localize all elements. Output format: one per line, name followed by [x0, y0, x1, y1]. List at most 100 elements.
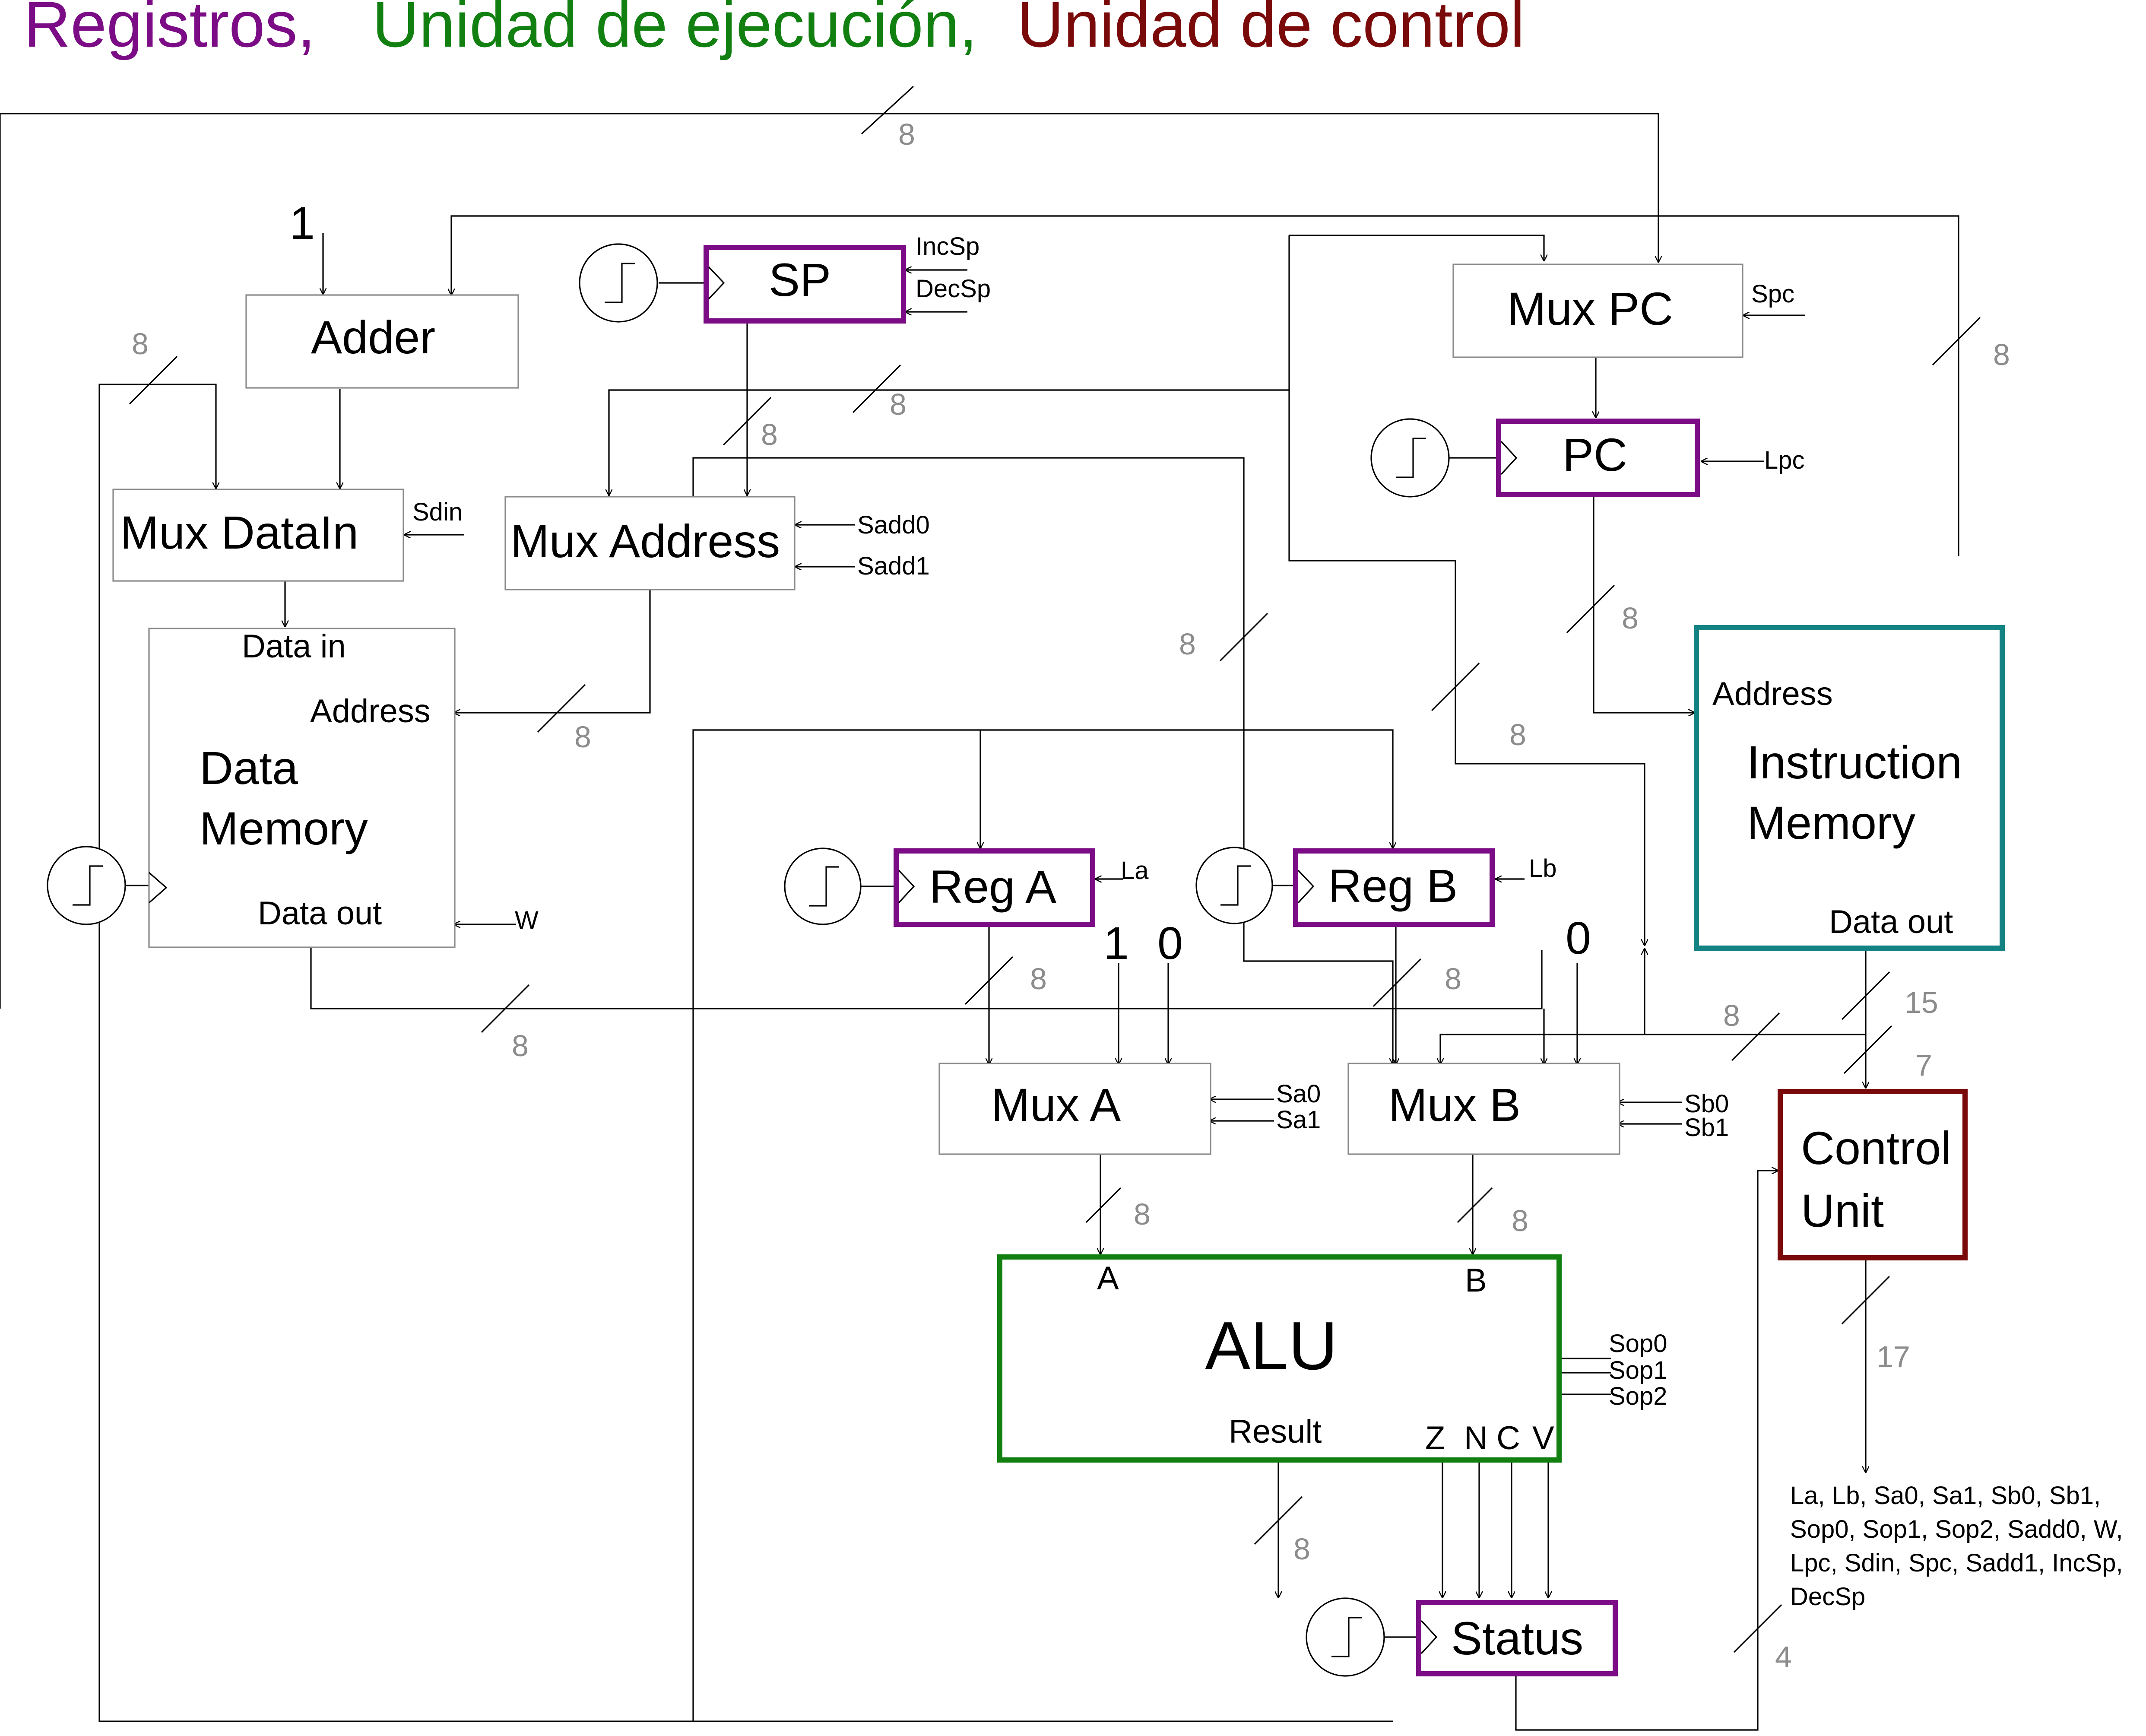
reg-a-box [894, 848, 1095, 927]
mux-b-block: Mux B 0 Sb0 Sb1 [1347, 913, 1729, 1155]
lpc-label: Lpc [1764, 446, 1805, 474]
sp-clock-notch [708, 266, 725, 300]
clock-status [1306, 1597, 1385, 1677]
slash-rega-out [964, 956, 1014, 1005]
mux-pc-label: Mux PC [1507, 282, 1673, 335]
title-registros: Registros, [24, 0, 315, 60]
sop2-label: Sop2 [1609, 1382, 1667, 1410]
slash-alu-result [1254, 1496, 1303, 1545]
mux-a-const-zero: 0 [1157, 918, 1183, 969]
bw-rega-out: 8 [1030, 962, 1047, 996]
bus-slashes [129, 86, 1981, 1653]
sp-block: SP IncSp DecSp [704, 232, 991, 324]
bw-top: 8 [898, 117, 915, 151]
pc-label: PC [1563, 428, 1627, 481]
wire-left-feedback [98, 384, 1393, 1722]
clock-regb-circle [1195, 847, 1273, 924]
clock-dm-icon [73, 865, 103, 906]
data-memory-box [148, 628, 456, 948]
instruction-memory-block: Address Instruction Memory Data out [1694, 625, 2005, 951]
pc-box [1496, 419, 1700, 497]
reg-a-label: Reg A [929, 860, 1056, 913]
slash-top [861, 86, 914, 135]
mux-datain-block: Mux DataIn Sdin [112, 489, 463, 582]
clock-rega-icon [809, 866, 839, 907]
dm-data-in: Data in [242, 628, 346, 665]
clock-regb-icon [1220, 865, 1251, 906]
sadd1-label: Sadd1 [857, 552, 930, 580]
alu-block: ALU A B Result Z N C V Sop0 Sop1 Sop2 [997, 1254, 1667, 1463]
slash-muxb-alu [1457, 1187, 1493, 1223]
control-outputs-line-3: Lpc, Sdin, Spc, Sadd1, IncSp, [1790, 1549, 2123, 1577]
status-label: Status [1451, 1612, 1583, 1664]
status-box [1416, 1600, 1618, 1676]
bw-cu-out: 17 [1877, 1340, 1910, 1374]
instruction-memory-box [1694, 625, 2005, 951]
clock-regb [1195, 847, 1273, 924]
bw-regb-out: 8 [1445, 962, 1461, 996]
title-control: Unidad de control [1017, 0, 1525, 60]
control-outputs-line-1: La, Lb, Sa0, Sa1, Sb0, Sb1, [1790, 1482, 2101, 1510]
bw-muxa-alu: 8 [1134, 1197, 1151, 1231]
control-unit-block: Control Unit [1778, 1089, 1968, 1260]
wire-alu-result-loop [692, 729, 1393, 1721]
clock-sp-icon [605, 263, 635, 303]
mux-address-box [504, 496, 796, 590]
cu-title-1: Control [1801, 1122, 1951, 1174]
bw-mid: 8 [1179, 627, 1196, 661]
bw-center-right: 8 [1509, 718, 1526, 752]
clock-sp [579, 243, 658, 323]
clock-pc [1370, 418, 1450, 498]
clock-rega-circle [784, 847, 862, 925]
slash-muxaddr-a [852, 364, 901, 413]
sb0-label: Sb0 [1684, 1090, 1729, 1118]
slash-regb-out [1373, 958, 1422, 1007]
sop0-label: Sop0 [1609, 1330, 1667, 1358]
alu-flag-z: Z [1425, 1420, 1445, 1457]
data-memory-block: Data in Address Data Memory Data out W [148, 628, 539, 948]
status-clock-notch [1420, 1620, 1438, 1654]
wire-muxaddr-to-dm [453, 590, 651, 713]
sa0-label: Sa0 [1276, 1080, 1321, 1108]
clock-pc-circle [1370, 418, 1450, 498]
wire-pc-to-adder [451, 215, 1959, 556]
dm-data-out: Data out [258, 895, 382, 932]
bw-muxaddr-b: 8 [761, 418, 778, 451]
bw-muxb-alu: 8 [1512, 1204, 1528, 1238]
mux-a-label: Mux A [991, 1079, 1121, 1131]
w-label: W [515, 906, 539, 934]
bw-cu-in: 7 [1915, 1048, 1932, 1082]
reg-b-block: Reg B Lb [1293, 848, 1557, 927]
adder-block: Adder 1 [245, 198, 519, 389]
pc-block: PC Lpc [1496, 419, 1805, 497]
slash-dm-addr [537, 684, 586, 733]
slash-pc-imem [1566, 584, 1615, 634]
clock-sp-circle [579, 243, 658, 323]
wire-dataout-bus [310, 948, 1543, 1009]
bw-status-cu: 4 [1775, 1640, 1792, 1674]
control-unit-box [1778, 1089, 1968, 1260]
bus-width-labels: 8 8 8 8 8 8 8 8 8 8 8 8 8 15 7 8 8 17 8 … [132, 117, 2010, 1674]
spc-label: Spc [1751, 280, 1794, 308]
wire-imm-to-muxb [1440, 1034, 1866, 1065]
clock-pc-icon [1396, 438, 1426, 478]
sdin-label: Sdin [412, 498, 463, 526]
bw-alu-result: 8 [1293, 1532, 1310, 1566]
slash-imm [1731, 1012, 1780, 1061]
slash-left-top [129, 355, 178, 405]
slash-muxaddr-b [723, 397, 772, 446]
alu-flag-v: V [1532, 1420, 1554, 1457]
adder-const-one: 1 [289, 198, 315, 249]
dm-title-2: Memory [200, 802, 368, 854]
im-data-out: Data out [1829, 904, 1953, 940]
bw-muxaddr-a: 8 [890, 387, 907, 421]
mux-b-const-zero: 0 [1566, 913, 1591, 964]
incsp-label: IncSp [916, 232, 979, 260]
cu-title-2: Unit [1801, 1184, 1884, 1237]
wire-outer-loop [0, 113, 1658, 1009]
sp-label: SP [769, 254, 831, 306]
diagram-title: Registros, Unidad de ejecución, Unidad d… [24, 0, 1525, 60]
mux-pc-box [1452, 263, 1743, 358]
adder-box [245, 294, 519, 389]
